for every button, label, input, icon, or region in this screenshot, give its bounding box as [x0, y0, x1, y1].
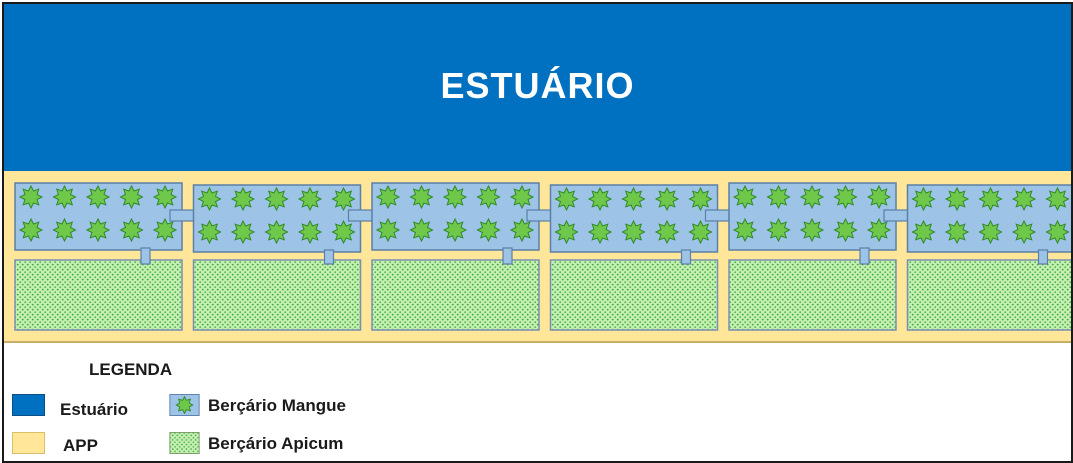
mangrove-star-icon	[331, 186, 356, 212]
estuary-label: ESTUÁRIO	[440, 64, 635, 106]
mangrove-star-icon	[1045, 186, 1070, 212]
mangrove-star-icon	[264, 219, 289, 245]
mangrove-star-icon	[476, 184, 501, 210]
nursery-unit	[192, 184, 362, 331]
mangrove-star-icon	[978, 219, 1003, 245]
mangrove-star-icon	[264, 186, 289, 212]
legend-swatch-bercario-apicum	[169, 432, 200, 454]
mangrove-star-icon	[732, 217, 758, 243]
mangrove-star-icon	[442, 184, 468, 210]
mangrove-star-icon	[732, 184, 758, 210]
mangrove-star-icon	[152, 184, 178, 210]
nursery-unit	[371, 182, 540, 331]
mangrove-star-icon	[833, 217, 858, 243]
mangrove-star-icon	[509, 217, 535, 243]
connector-vertical	[140, 247, 151, 265]
mangrove-star-icon	[911, 186, 936, 212]
mangrove-star-icon	[978, 186, 1003, 212]
estuary-area: ESTUÁRIO	[4, 4, 1071, 171]
nursery-diagram	[14, 182, 1071, 331]
mangrove-star-icon	[476, 217, 501, 243]
mangrove-star-icon	[688, 219, 713, 245]
mangrove-star-icon	[654, 186, 680, 212]
bercario-apicum	[549, 259, 719, 331]
mangrove-star-icon	[52, 217, 77, 243]
mangrove-star-icon	[197, 219, 222, 245]
mangrove-star-icon	[1011, 186, 1037, 212]
mangrove-star-icon	[230, 186, 256, 212]
bercario-apicum	[192, 259, 362, 331]
mangrove-star-icon	[230, 219, 256, 245]
legend-swatch-app	[12, 432, 45, 454]
mangrove-star-icon	[554, 219, 579, 245]
nursery-unit	[728, 182, 897, 331]
mangrove-star-icon	[18, 217, 44, 243]
legend-swatch-bercario-mangue	[169, 394, 200, 416]
mangrove-star-icon	[766, 217, 791, 243]
mangrove-star-icon	[866, 217, 892, 243]
mangrove-star-icon	[175, 395, 194, 415]
mangrove-star-icon	[587, 186, 613, 212]
mangrove-star-icon	[587, 219, 613, 245]
nursery-unit	[14, 182, 183, 331]
mangrove-star-icon	[409, 217, 434, 243]
mangrove-star-icon	[85, 184, 111, 210]
mangrove-star-icon	[375, 184, 401, 210]
mangrove-star-icon	[375, 217, 401, 243]
bercario-apicum	[728, 259, 897, 331]
mangrove-star-icon	[297, 219, 323, 245]
mangrove-star-icon	[621, 186, 646, 212]
connector-vertical	[1037, 249, 1049, 265]
legend-swatch-estuario	[12, 394, 45, 416]
mangrove-star-icon	[833, 184, 858, 210]
connector-vertical	[502, 247, 513, 265]
mangrove-star-icon	[799, 217, 825, 243]
mangrove-star-icon	[331, 219, 356, 245]
mangrove-star-icon	[409, 184, 434, 210]
mangrove-star-icon	[911, 219, 936, 245]
legend-label-estuario: Estuário	[60, 400, 129, 419]
mangrove-star-icon	[509, 184, 535, 210]
mangrove-star-icon	[442, 217, 468, 243]
mangrove-star-icon	[688, 186, 713, 212]
legend-title: LEGENDA	[89, 360, 173, 379]
mangrove-star-icon	[197, 186, 222, 212]
mangrove-star-icon	[1045, 219, 1070, 245]
connector-vertical	[859, 247, 870, 265]
mangrove-star-icon	[152, 217, 178, 243]
mangrove-star-icon	[621, 219, 646, 245]
mangrove-star-icon	[766, 184, 791, 210]
mangrove-star-icon	[18, 184, 44, 210]
connector-vertical	[323, 249, 335, 265]
mangrove-star-icon	[554, 186, 579, 212]
bercario-apicum	[906, 259, 1071, 331]
legend-label-app: APP	[63, 436, 98, 455]
bercario-apicum	[371, 259, 540, 331]
mangrove-star-icon	[85, 217, 111, 243]
mangrove-star-icon	[297, 186, 323, 212]
mangrove-star-icon	[119, 217, 144, 243]
nursery-unit	[906, 184, 1071, 331]
mangrove-star-icon	[944, 219, 970, 245]
mangrove-star-icon	[119, 184, 144, 210]
mangrove-star-icon	[944, 186, 970, 212]
bercario-apicum	[14, 259, 183, 331]
nursery-unit	[549, 184, 719, 331]
app-area	[4, 171, 1071, 343]
legend-label-bercario-apicum: Berçário Apicum	[208, 434, 344, 453]
mangrove-star-icon	[52, 184, 77, 210]
mangrove-star-icon	[654, 219, 680, 245]
mangrove-star-icon	[866, 184, 892, 210]
mangrove-star-icon	[1011, 219, 1037, 245]
connector-vertical	[680, 249, 692, 265]
legend-label-bercario-mangue: Berçário Mangue	[208, 396, 346, 415]
mangrove-star-icon	[799, 184, 825, 210]
